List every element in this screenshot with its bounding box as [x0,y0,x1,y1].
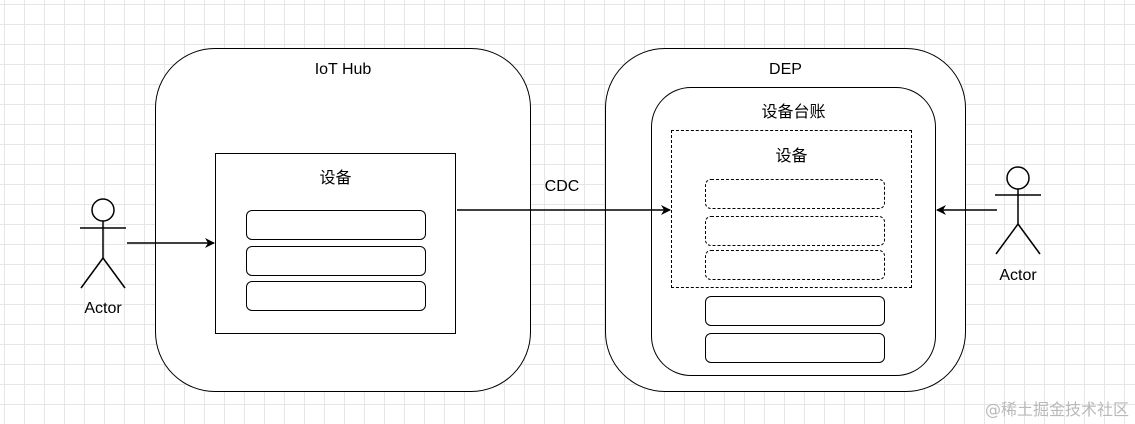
actor-left-label: Actor [84,300,122,317]
iot-hub-device-slot [246,246,426,276]
iot-hub-title: IoT Hub [314,61,372,78]
actor-right-label: Actor [999,267,1037,284]
iot-hub-device-slot [246,281,426,311]
ledger-device-slot [705,250,885,280]
actor-right-icon [995,166,1041,255]
ledger-slot [705,296,885,326]
dep-title: DEP [769,61,802,78]
ledger-device-slot [705,179,885,209]
ledger-slot [705,333,885,363]
ledger-device-title: 设备 [775,146,808,165]
ledger-device-slot [705,216,885,246]
watermark: @稀土掘金技术社区 [984,400,1129,419]
iot-hub-device-slot [246,210,426,240]
actor-left-icon [80,198,126,289]
cdc-label: CDC [544,178,580,195]
device-ledger-title: 设备台账 [761,102,826,121]
iot-hub-device-title: 设备 [319,168,352,187]
ledger-device-group [671,130,912,288]
